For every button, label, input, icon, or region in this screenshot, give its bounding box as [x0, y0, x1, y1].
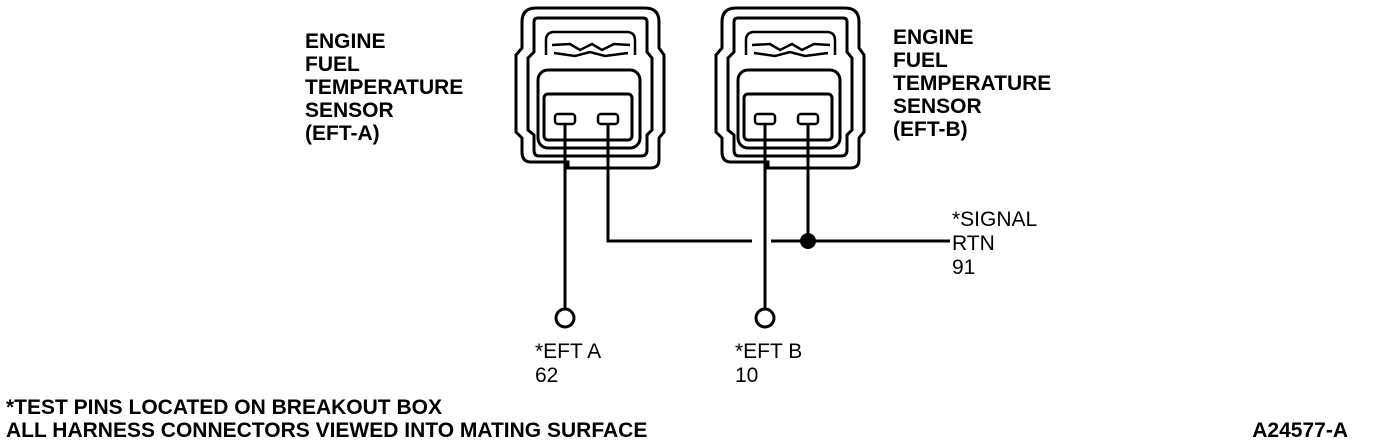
sensor-b-line-1: ENGINE	[893, 26, 974, 49]
pin-eft-b-name: *EFT B	[735, 340, 802, 363]
pin-eft-a-number: 62	[535, 364, 558, 387]
label-sensor-b: ENGINE FUEL TEMPERATURE SENSOR (EFT-B)	[893, 26, 1051, 141]
label-sensor-a: ENGINE FUEL TEMPERATURE SENSOR (EFT-A)	[305, 30, 463, 145]
sensor-b-line-3: TEMPERATURE	[893, 72, 1051, 95]
connector-eft-a	[514, 6, 666, 170]
footnotes: *TEST PINS LOCATED ON BREAKOUT BOX ALL H…	[6, 396, 647, 442]
label-signal-rtn: *SIGNAL RTN 91	[952, 208, 1037, 279]
signal-rtn-line-1: *SIGNAL	[952, 208, 1037, 231]
pin-eft-a-name: *EFT A	[535, 340, 601, 363]
note-line-1: *TEST PINS LOCATED ON BREAKOUT BOX	[6, 396, 442, 419]
pin-eft-b-number: 10	[735, 364, 758, 387]
note-line-2: ALL HARNESS CONNECTORS VIEWED INTO MATIN…	[6, 419, 647, 442]
signal-rtn-line-2: RTN	[952, 232, 995, 255]
figure-id: A24577-A	[1252, 419, 1348, 442]
sensor-a-line-1: ENGINE	[305, 30, 386, 53]
test-pin-eft-b	[754, 307, 776, 329]
label-pin-eft-b: *EFT B 10	[735, 340, 802, 387]
sensor-b-line-5: (EFT-B)	[893, 118, 968, 141]
sensor-a-line-4: SENSOR	[305, 99, 394, 122]
splice-junction	[800, 233, 816, 249]
wire-eft-a-return	[606, 124, 752, 243]
sensor-b-line-2: FUEL	[893, 49, 948, 72]
label-pin-eft-a: *EFT A 62	[535, 340, 601, 387]
signal-rtn-line-3: 91	[952, 256, 975, 279]
sensor-a-line-2: FUEL	[305, 53, 360, 76]
sensor-b-line-4: SENSOR	[893, 95, 982, 118]
sensor-a-line-5: (EFT-A)	[305, 122, 380, 145]
connector-eft-b	[714, 6, 866, 170]
wires	[554, 124, 950, 329]
test-pin-eft-a	[554, 307, 576, 329]
sensor-a-line-3: TEMPERATURE	[305, 76, 463, 99]
